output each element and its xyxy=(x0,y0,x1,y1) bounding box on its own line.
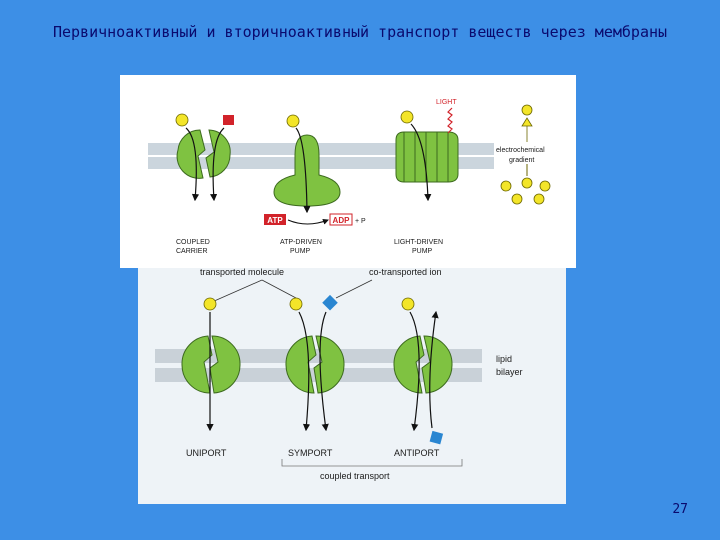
ion-square xyxy=(223,115,234,125)
molecule xyxy=(401,111,413,123)
light-pump-protein xyxy=(396,132,458,182)
phosphate-label: + P xyxy=(355,218,366,225)
co-transported-ion-label: co-transported ion xyxy=(369,267,442,277)
molecule xyxy=(290,298,302,310)
molecule xyxy=(540,181,550,191)
coupled-transport-label: coupled transport xyxy=(320,471,390,481)
molecule xyxy=(402,298,414,310)
antiport-label: ANTIPORT xyxy=(394,448,440,458)
coupled-carrier-label-1: COUPLED xyxy=(176,239,210,246)
page-number: 27 xyxy=(672,502,688,517)
atp-pump-label-2: PUMP xyxy=(290,248,311,255)
light-pump-label-2: PUMP xyxy=(412,248,433,255)
transported-molecule-label: transported molecule xyxy=(200,267,284,277)
light-label: LIGHT xyxy=(436,99,457,106)
uniport-label: UNIPORT xyxy=(186,448,227,458)
molecule xyxy=(287,115,299,127)
coupled-carrier-label-2: CARRIER xyxy=(176,248,208,255)
molecule xyxy=(501,181,511,191)
molecule xyxy=(176,114,188,126)
bilayer-label: bilayer xyxy=(496,367,523,377)
symport-label: SYMPORT xyxy=(288,448,333,458)
gradient-label-line2: gradient xyxy=(509,157,534,164)
molecule xyxy=(522,178,532,188)
lipid-label: lipid xyxy=(496,354,512,364)
molecule xyxy=(534,194,544,204)
molecule xyxy=(522,105,532,115)
gradient-label-line1: electrochemical xyxy=(496,147,545,154)
atp-pump-label-1: ATP-DRIVEN xyxy=(280,239,322,246)
light-pump-label-1: LIGHT-DRIVEN xyxy=(394,239,443,246)
molecule xyxy=(204,298,216,310)
molecule xyxy=(512,194,522,204)
atp-label: ATP xyxy=(267,216,283,225)
adp-label: ADP xyxy=(333,216,351,225)
